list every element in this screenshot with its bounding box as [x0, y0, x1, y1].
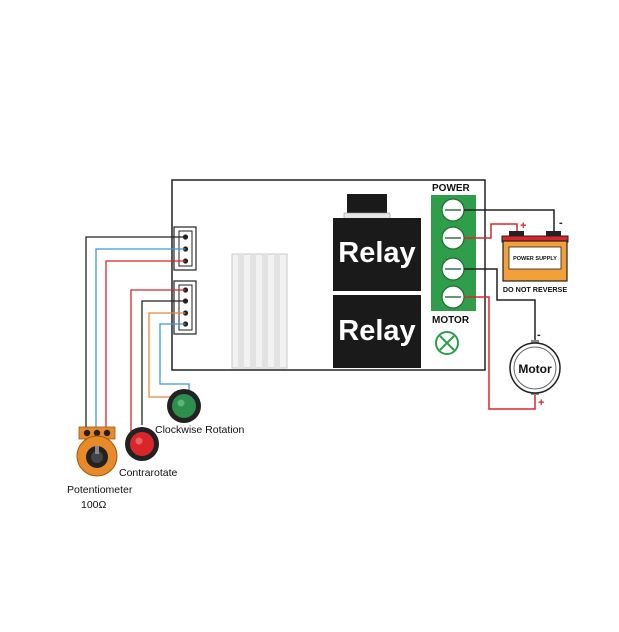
wire-pot-black: [85, 236, 186, 427]
terminal-screw: [441, 257, 465, 281]
terminal-screw: [441, 226, 465, 250]
terminal-screw: [441, 198, 465, 222]
motor-terminal-label: MOTOR: [432, 315, 470, 326]
do-not-reverse-label: DO NOT REVERSE: [503, 285, 568, 294]
power-supply-label: POWER SUPPLY: [513, 256, 557, 262]
motor-label: Motor: [518, 362, 552, 376]
contrarotate-button: [125, 427, 159, 461]
svg-text:-: -: [537, 329, 541, 341]
contrarotate-label: Contrarotate: [119, 467, 178, 479]
wire-btn-orange: [148, 312, 186, 398]
wire-motor-negative: [464, 268, 536, 343]
relay-top: Relay: [333, 218, 421, 291]
wire-power-negative: [464, 209, 555, 231]
wire-pot-blue: [95, 248, 186, 427]
terminal-block: [431, 195, 476, 311]
motor-icon: Motor: [509, 340, 561, 395]
potentiometer-icon: [76, 426, 118, 477]
terminal-screw: [441, 285, 465, 309]
clockwise-label: Clockwise Rotation: [155, 424, 244, 436]
svg-text:+: +: [538, 397, 544, 409]
svg-text:+: +: [520, 220, 526, 232]
battery-icon: POWER SUPPLY: [501, 231, 569, 282]
power-terminal-label: POWER: [432, 183, 471, 194]
wire-pot-red: [105, 260, 186, 427]
wire-btn-red: [130, 289, 186, 440]
relay-bottom-label: Relay: [338, 315, 415, 347]
wire-btn-black: [141, 300, 186, 425]
motor-indicator-icon: [435, 331, 459, 355]
relay-bottom: Relay: [333, 295, 421, 368]
wire-btn-blue: [159, 323, 190, 392]
potentiometer-label: Potentiometer: [67, 484, 133, 496]
clockwise-button: [167, 389, 201, 423]
wire-power-positive: [464, 223, 518, 239]
svg-text:-: -: [559, 217, 563, 229]
potentiometer-value: 100Ω: [81, 499, 107, 511]
wire-motor-positive: [464, 296, 536, 410]
signal-header-bottom: [173, 280, 197, 335]
heat-sink: [231, 253, 288, 369]
relay-top-label: Relay: [338, 237, 415, 269]
fuse-component: [347, 194, 387, 216]
